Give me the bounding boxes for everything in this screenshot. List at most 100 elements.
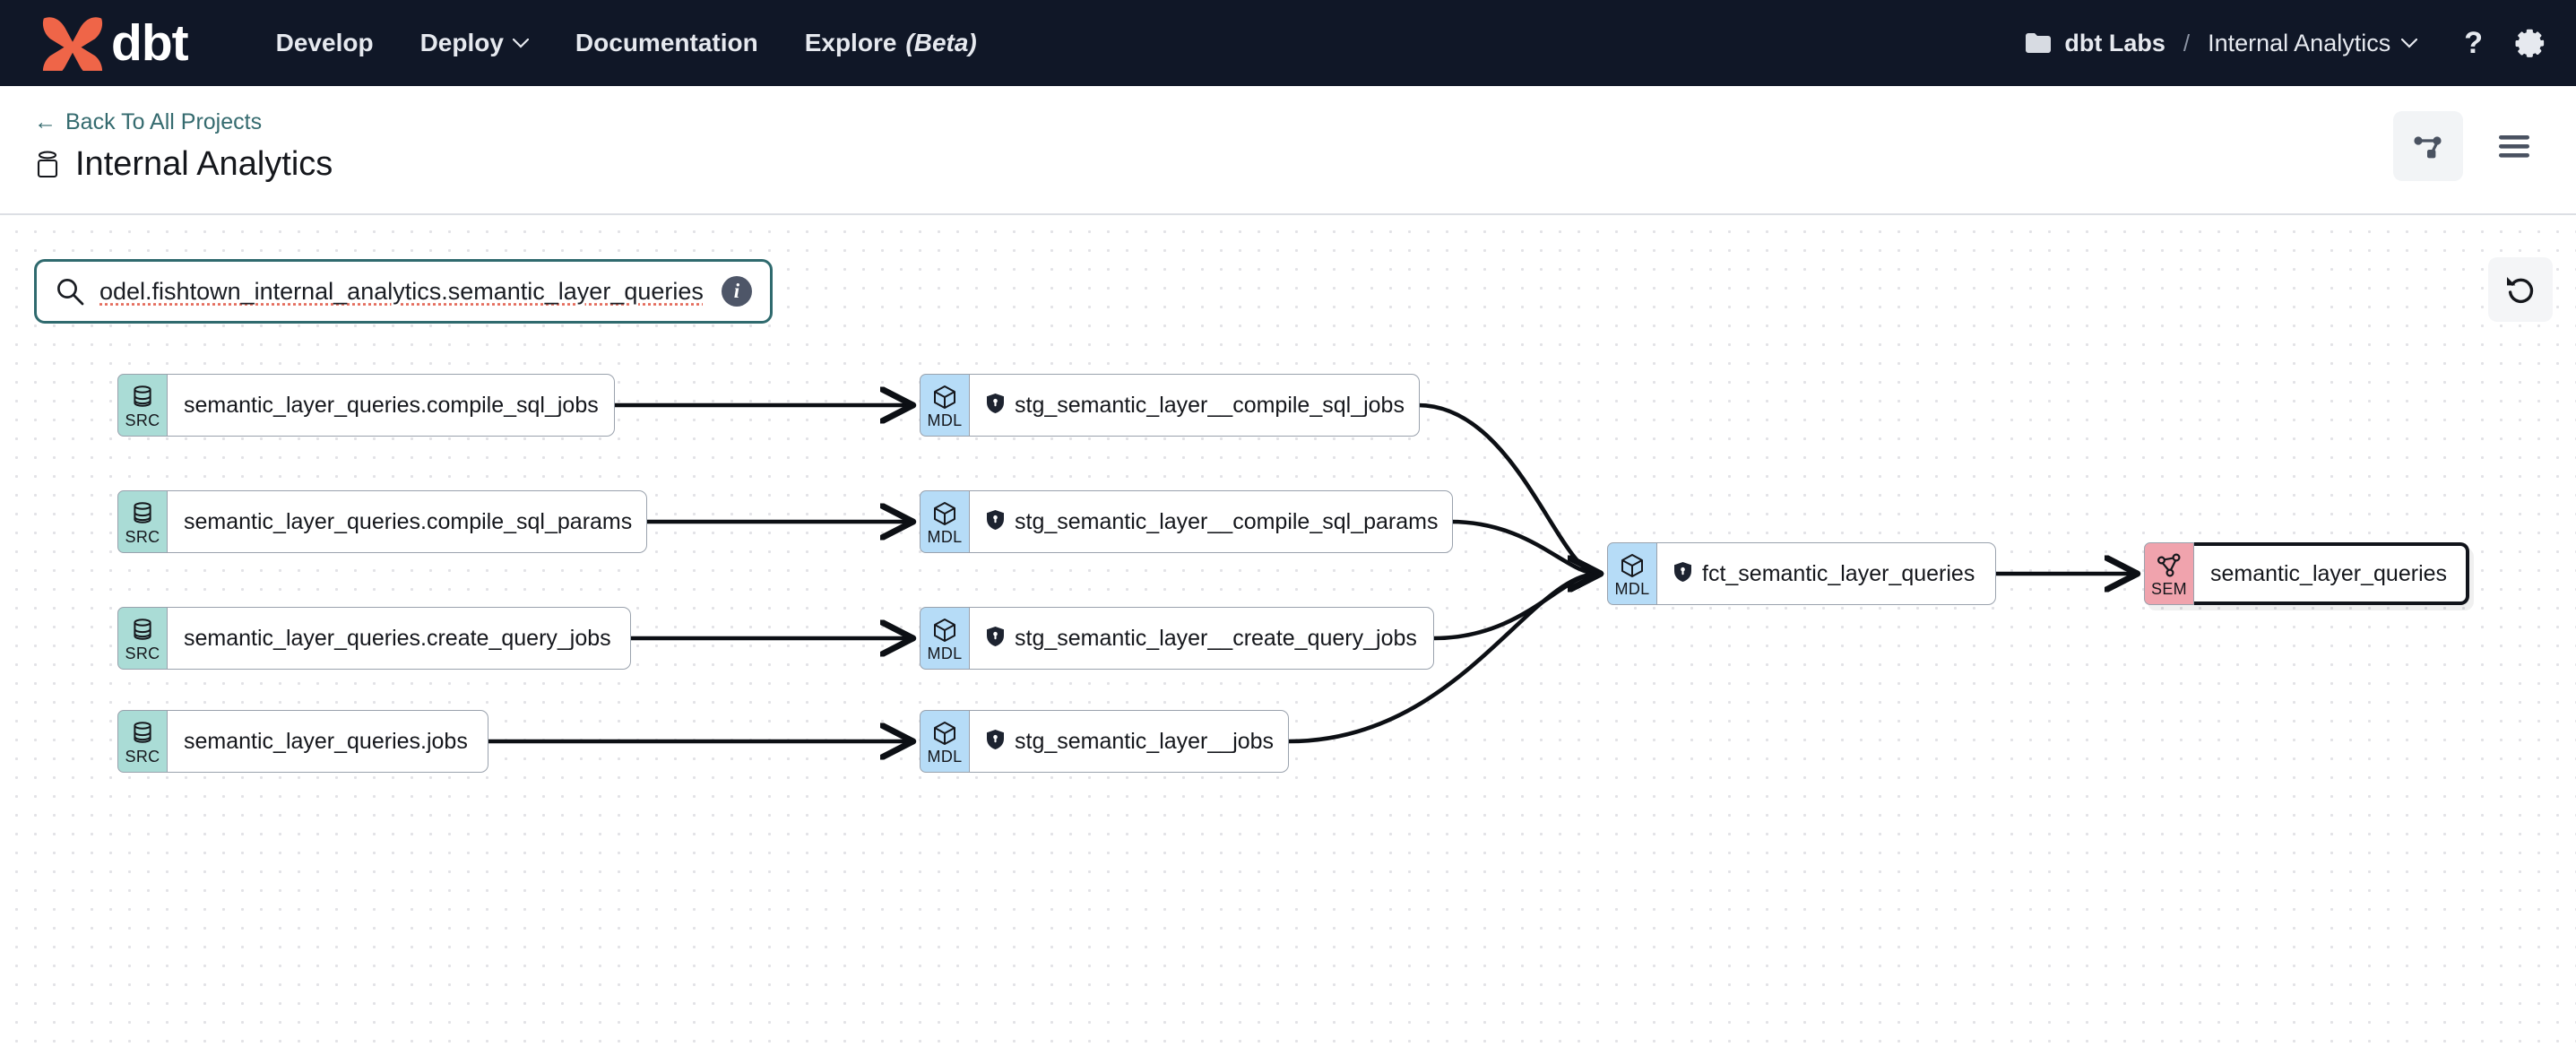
node-type-label: MDL — [927, 528, 963, 546]
nav-item-develop[interactable]: Develop — [253, 29, 397, 57]
node-type-label: SRC — [125, 411, 160, 429]
node-label: semantic_layer_queries — [2210, 560, 2448, 586]
sub-header-actions — [2393, 111, 2549, 181]
nav-item-deploy[interactable]: Deploy — [397, 29, 552, 57]
private-shield-glyph — [987, 626, 1004, 646]
back-arrow-icon: ← — [34, 109, 56, 134]
lineage-edge-mdl2-to-fct — [1448, 519, 1598, 574]
lineage-node-mdl3[interactable]: MDL stg_semantic_layer__create_query_job… — [920, 607, 1434, 670]
chevron-down-icon — [2401, 38, 2418, 48]
private-shield-icon — [986, 509, 1005, 535]
project-breadcrumb-dropdown[interactable]: Internal Analytics — [2208, 30, 2418, 57]
lineage-node-src1[interactable]: SRC semantic_layer_queries.compile_sql_j… — [117, 374, 615, 437]
hamburger-icon — [2499, 135, 2529, 158]
node-type-badge-src: SRC — [117, 710, 168, 773]
database-icon — [37, 151, 58, 177]
nav-item-deploy-label: Deploy — [419, 29, 504, 56]
cube-icon — [931, 382, 958, 411]
node-type-label: MDL — [1614, 580, 1650, 598]
top-navigation-bar: dbt Develop Deploy Documentation Explore… — [0, 0, 2576, 86]
primary-nav-links: Develop Deploy Documentation Explore (Be… — [253, 29, 1000, 57]
dbt-logo[interactable]: dbt — [38, 15, 189, 71]
lineage-node-sem[interactable]: SEM semantic_layer_queries — [2144, 542, 2469, 605]
nav-item-explore-label: Explore — [804, 29, 897, 56]
node-label: stg_semantic_layer__jobs — [1015, 728, 1275, 754]
node-type-badge-mdl: MDL — [1607, 542, 1657, 605]
lineage-view-button[interactable] — [2393, 111, 2463, 181]
node-label: stg_semantic_layer__compile_sql_jobs — [1015, 392, 1405, 418]
node-label: semantic_layer_queries.create_query_jobs — [184, 625, 611, 651]
node-body: stg_semantic_layer__compile_sql_params — [970, 490, 1454, 553]
node-type-label: SRC — [125, 645, 160, 662]
private-shield-glyph — [987, 509, 1004, 530]
cube-icon — [931, 498, 958, 527]
lineage-node-fct[interactable]: MDL fct_semantic_layer_queries — [1607, 542, 1996, 605]
cube-icon — [931, 718, 958, 747]
info-icon[interactable]: i — [722, 276, 752, 307]
gear-icon[interactable] — [2515, 27, 2547, 59]
node-type-badge-mdl: MDL — [920, 607, 970, 670]
private-shield-icon — [986, 729, 1005, 755]
nav-item-documentation[interactable]: Documentation — [552, 29, 782, 57]
org-name: dbt Labs — [2064, 29, 2165, 56]
org-breadcrumb[interactable]: dbt Labs — [2025, 30, 2165, 57]
node-type-badge-src: SRC — [117, 607, 168, 670]
chevron-down-icon — [512, 38, 529, 48]
lineage-edges — [486, 0, 2576, 830]
node-type-badge-src: SRC — [117, 374, 168, 437]
node-body: fct_semantic_layer_queries — [1657, 542, 1996, 605]
node-body: semantic_layer_queries.compile_sql_jobs — [168, 374, 615, 437]
search-input[interactable] — [99, 277, 713, 306]
database-icon — [129, 382, 156, 411]
node-type-label: MDL — [927, 645, 963, 662]
node-body: semantic_layer_queries.jobs — [168, 710, 488, 773]
lineage-node-mdl1[interactable]: MDL stg_semantic_layer__compile_sql_jobs — [920, 374, 1420, 437]
lineage-node-mdl2[interactable]: MDL stg_semantic_layer__compile_sql_para… — [920, 490, 1454, 553]
node-body: stg_semantic_layer__create_query_jobs — [970, 607, 1434, 670]
private-shield-glyph — [1674, 561, 1691, 582]
node-body: stg_semantic_layer__compile_sql_jobs — [970, 374, 1420, 437]
lineage-node-src3[interactable]: SRC semantic_layer_queries.create_query_… — [117, 607, 631, 670]
node-type-label: SRC — [125, 748, 160, 766]
lineage-search-box[interactable]: i — [34, 259, 773, 324]
nav-item-documentation-label: Documentation — [575, 29, 758, 56]
nav-item-develop-label: Develop — [275, 29, 374, 56]
back-to-all-projects-link[interactable]: ← Back To All Projects — [34, 109, 262, 135]
lineage-node-src4[interactable]: SRC semantic_layer_queries.jobs — [117, 710, 488, 773]
breadcrumb-separator: / — [2183, 29, 2191, 56]
node-type-label: MDL — [927, 748, 963, 766]
menu-button[interactable] — [2479, 111, 2549, 181]
nav-item-explore-beta-tag: (Beta) — [905, 29, 977, 56]
node-label: semantic_layer_queries.jobs — [184, 728, 468, 754]
share-nodes-icon — [2156, 550, 2183, 579]
node-type-label: SRC — [125, 528, 160, 546]
database-icon — [129, 498, 156, 527]
reset-layout-button[interactable] — [2488, 257, 2553, 322]
dbt-x-logo-icon — [42, 17, 103, 71]
node-type-badge-mdl: MDL — [920, 710, 970, 773]
project-sub-header: ← Back To All Projects Internal Analytic… — [0, 86, 2576, 215]
share-nodes-icon — [2414, 136, 2442, 159]
nav-item-explore[interactable]: Explore (Beta) — [782, 29, 1000, 57]
help-label: ? — [2464, 25, 2483, 60]
private-shield-glyph — [987, 729, 1004, 749]
node-type-label: MDL — [927, 411, 963, 429]
node-body: semantic_layer_queries.compile_sql_param… — [168, 490, 648, 553]
private-shield-icon — [1673, 561, 1692, 587]
help-icon[interactable]: ? — [2464, 26, 2483, 61]
lineage-node-src2[interactable]: SRC semantic_layer_queries.compile_sql_p… — [117, 490, 648, 553]
search-icon — [57, 279, 84, 306]
private-shield-icon — [986, 626, 1005, 652]
undo-icon — [2507, 277, 2534, 304]
node-label: semantic_layer_queries.compile_sql_param… — [184, 508, 633, 534]
node-body: semantic_layer_queries.create_query_jobs — [168, 607, 631, 670]
lineage-node-mdl4[interactable]: MDL stg_semantic_layer__jobs — [920, 710, 1290, 773]
cube-icon — [931, 615, 958, 644]
database-icon — [129, 718, 156, 747]
lineage-edge-mdl4-to-fct — [1286, 574, 1598, 744]
lineage-graph: SRC semantic_layer_queries.compile_sql_j… — [117, 0, 2576, 830]
info-icon-label: i — [733, 280, 740, 302]
database-icon — [129, 615, 156, 644]
node-type-label: SEM — [2151, 580, 2187, 598]
node-type-badge-mdl: MDL — [920, 490, 970, 553]
